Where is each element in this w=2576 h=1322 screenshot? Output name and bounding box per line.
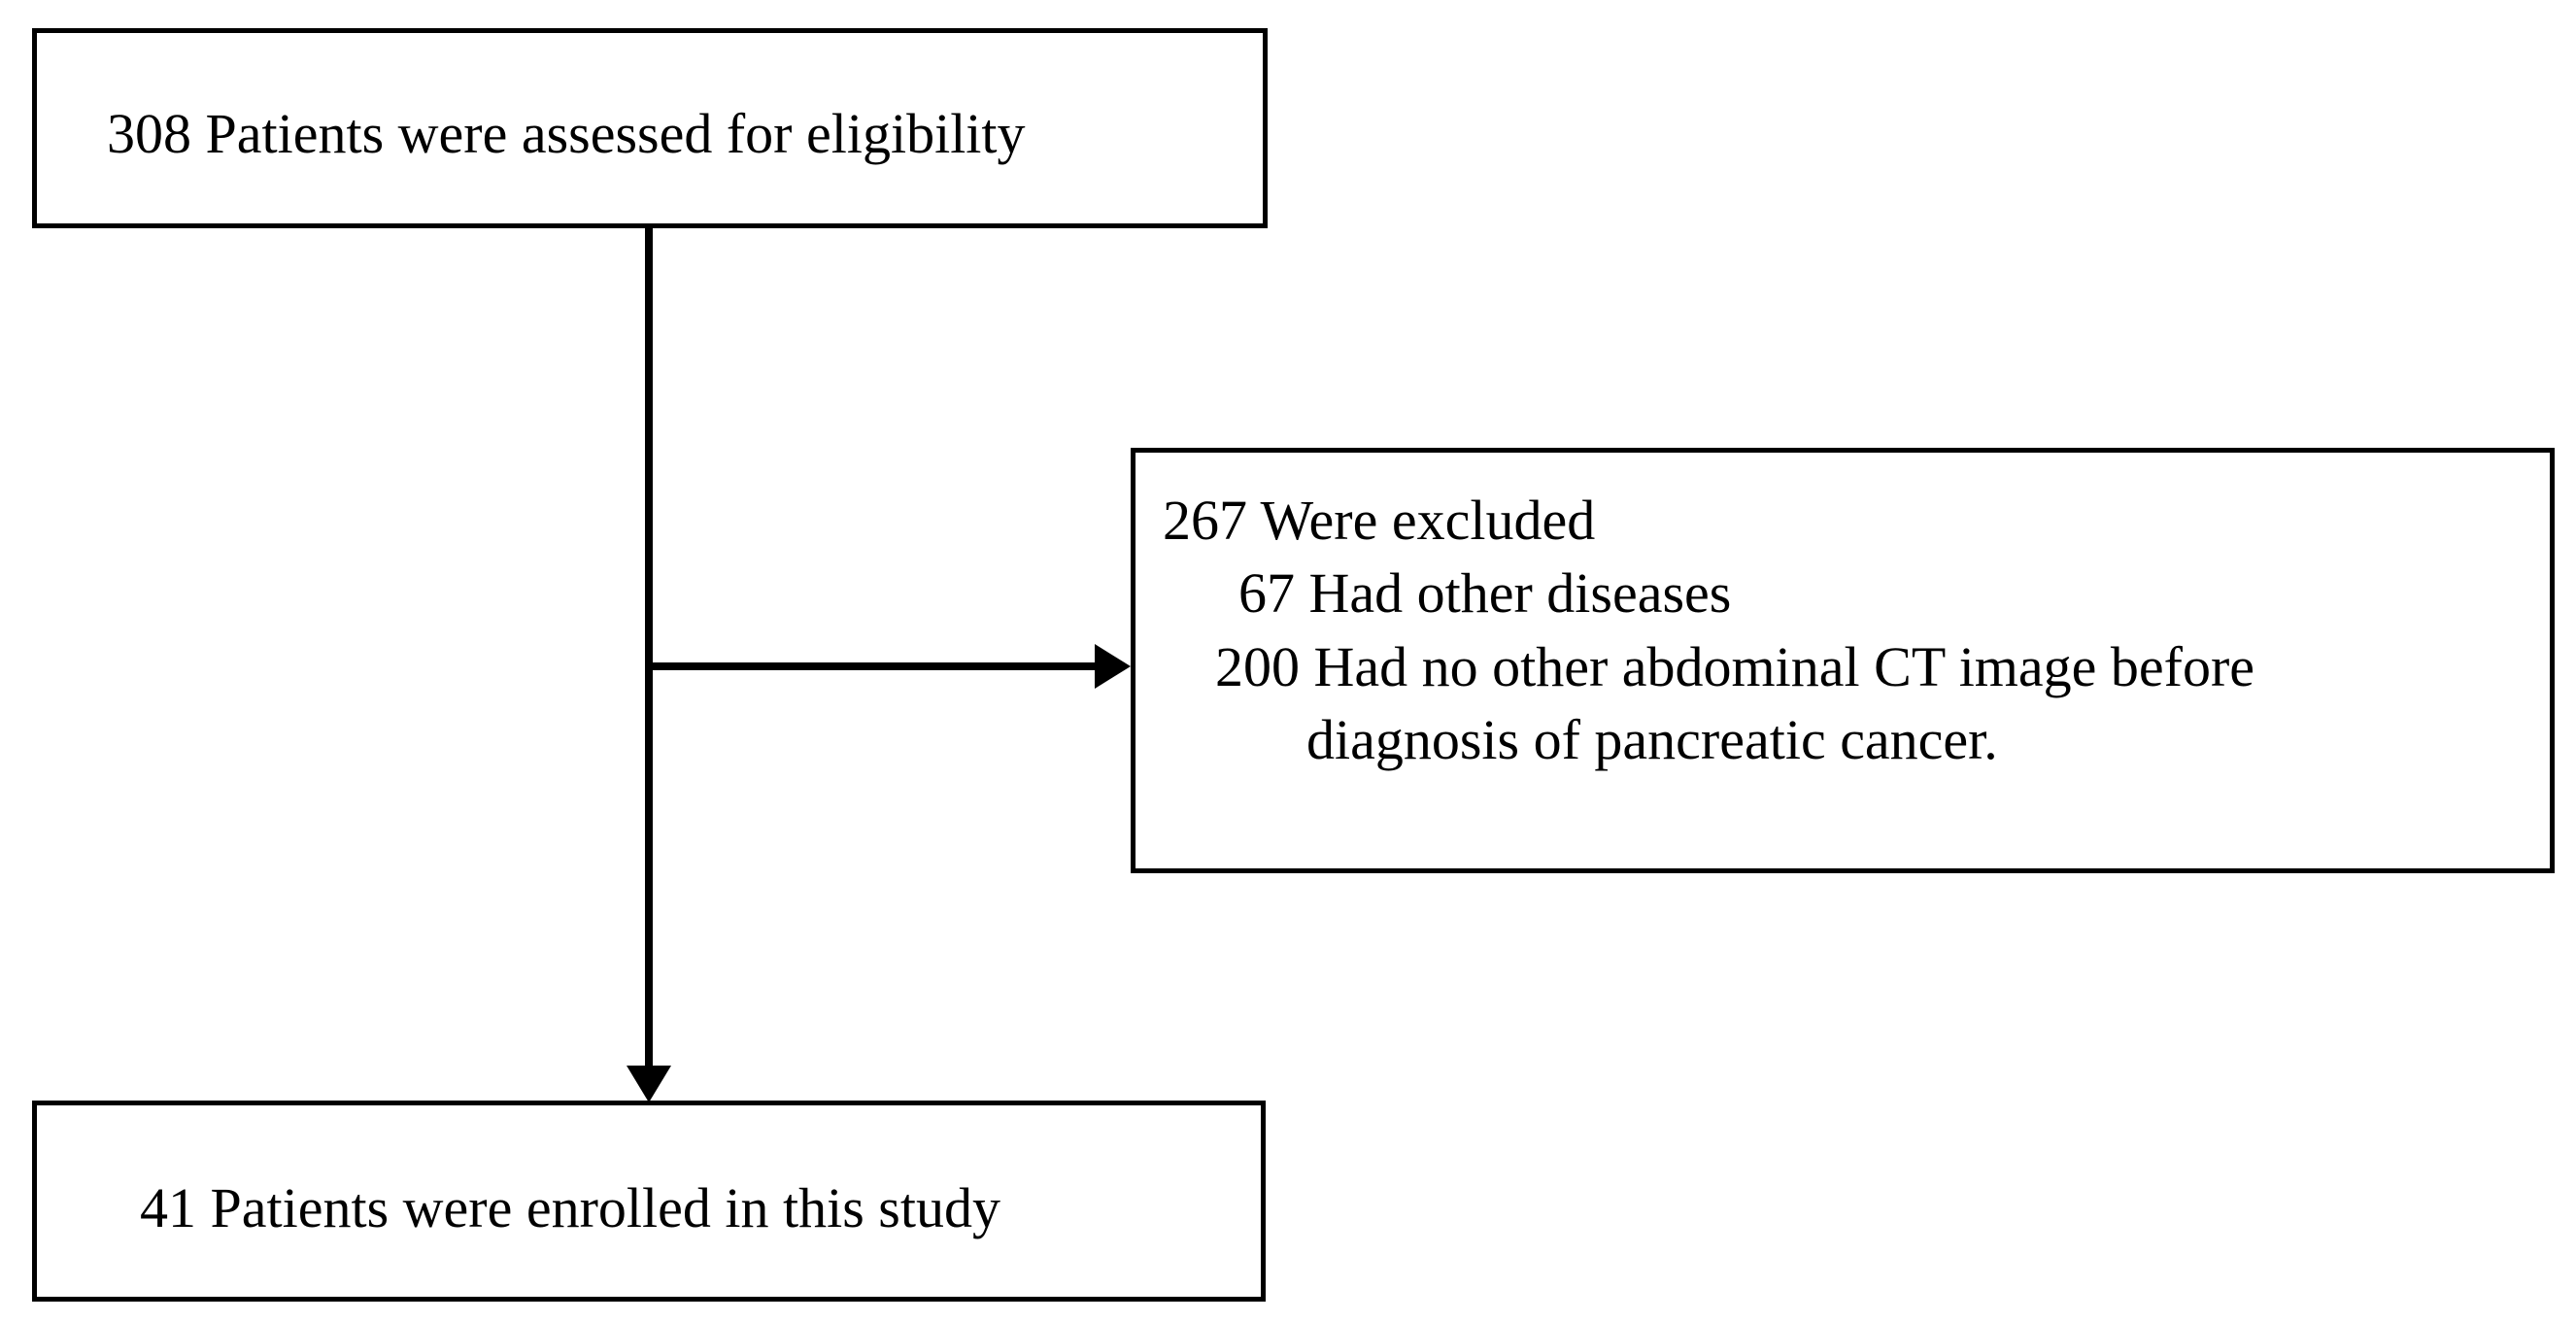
connector-vertical-spine xyxy=(645,226,653,1071)
connector-horizontal-branch xyxy=(645,662,1125,670)
exclusion-heading: 267 Were excluded xyxy=(1163,489,1596,552)
exclusion-reason-2-continuation: diagnosis of pancreatic cancer. xyxy=(1306,708,1998,772)
exclusion-reason-1: 67 Had other diseases xyxy=(1238,561,1732,626)
node-box-excluded: 267 Were excluded 67 Had other diseases … xyxy=(1131,448,2555,873)
node-label-assessed: 308 Patients were assessed for eligibili… xyxy=(107,102,1026,165)
node-box-assessed: 308 Patients were assessed for eligibili… xyxy=(32,28,1268,228)
node-box-enrolled: 41 Patients were enrolled in this study xyxy=(32,1101,1266,1302)
exclusion-reason-2: 200 Had no other abdominal CT image befo… xyxy=(1215,634,2255,698)
node-label-enrolled: 41 Patients were enrolled in this study xyxy=(140,1176,1000,1239)
arrowhead-down-icon xyxy=(627,1066,671,1102)
arrowhead-right-icon xyxy=(1095,644,1131,689)
exclusion-reason-list: 267 Were excluded 67 Had other diseases … xyxy=(1163,484,2254,777)
